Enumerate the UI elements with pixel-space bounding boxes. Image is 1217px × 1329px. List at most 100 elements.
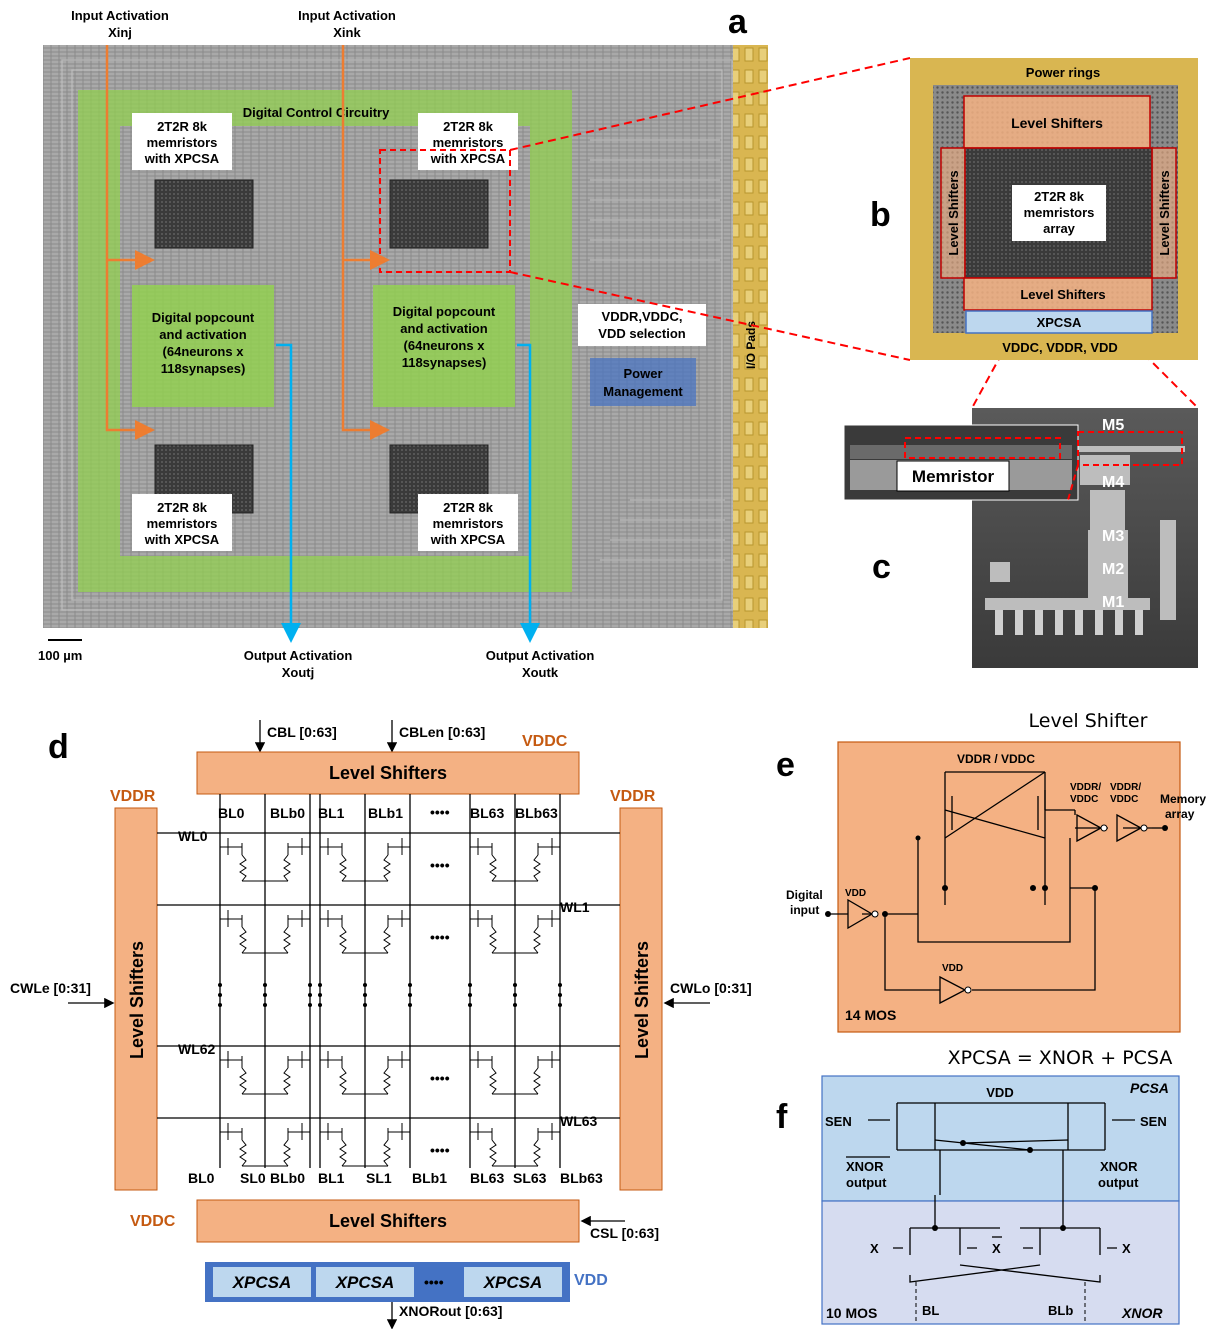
panel-e: Level Shifter e VDDR / VDDC VDD [776,710,1206,1033]
svg-text:XNOR: XNOR [1100,1159,1138,1174]
x-bar: X [992,1236,1002,1256]
memory-cell-5 [470,910,560,954]
xnorout-label: XNORout [0:63] [399,1303,502,1319]
inverter-feedback: VDD [939,963,972,1005]
level-shifter-top-label: Level Shifters [1011,115,1103,131]
cwlo-label: CWLo [0:31] [670,980,752,996]
sen-left: SEN [825,1114,852,1129]
vdot-3-1 [318,993,322,997]
wordlines [157,832,620,1119]
svg-text:100 µm: 100 µm [38,648,82,663]
level-shifter-bottom-label: Level Shifters [1020,287,1105,302]
memory-cell-8 [470,1051,560,1095]
memory-cell-1 [320,838,410,882]
svg-text:Xoutk: Xoutk [522,665,559,680]
sen-right: SEN [1140,1114,1167,1129]
vdot-7-2 [513,1003,517,1007]
svg-text:Power: Power [623,366,662,381]
wl-62: WL62 [178,1041,216,1057]
svg-text:2T2R 8k: 2T2R 8k [1034,189,1085,204]
layer-m3: M3 [1102,528,1124,545]
panel-label-c: c [872,548,891,586]
panel-label-a: a [728,3,748,41]
panel-a: I/O Pads Digital Control Circuitry 2T2R … [38,3,768,680]
svg-text:XNOR: XNOR [846,1159,884,1174]
csl-label: CSL [0:63] [590,1225,659,1241]
xnor-output: XNOR output [1098,1159,1139,1190]
memory-cells [220,838,560,1167]
output-activation-k-label: Output Activation Xoutk [486,648,595,680]
xpcsa-0 [213,1267,311,1297]
svg-text:X: X [992,1241,1001,1256]
memristor-array-2 [389,179,489,249]
vdot-5-1 [408,993,412,997]
level-shifters-top-label: Level Shifters [329,763,447,783]
xnor-bar-output: XNOR output [846,1156,890,1190]
wl-0: WL0 [178,828,208,844]
bl-top-2: BL1 [318,805,345,821]
dots-row4: •••• [430,1142,450,1158]
vddr-vddc-label: VDDR / VDDC [957,752,1035,766]
svg-text:output: output [846,1175,887,1190]
pcsa-region [821,1075,1180,1202]
popcount-label-2: Digital popcount and activation (64neuro… [393,304,496,370]
bl-bot-3: BL1 [318,1170,345,1186]
svg-text:Output Activation: Output Activation [244,648,353,663]
popcount-region-2 [373,285,515,407]
memory-cell-6 [220,1051,310,1095]
level-shifters-bottom [196,1199,580,1243]
input-arrow-k [341,45,390,440]
input-activation-k-label: Input Activation Xink [298,8,396,40]
level-shifter-title: Level Shifter [1029,710,1148,732]
dots-row1: •••• [430,857,450,873]
xpcsa-block [965,310,1153,334]
xpcsa-1-label: XPCSA [335,1273,395,1292]
xnor-region-label: XNOR [1121,1305,1163,1321]
panel-label-d: d [48,728,69,766]
memory-cell-3 [220,910,310,954]
vdot-2-2 [308,1003,312,1007]
memristor-label-3: 2T2R 8k memristors with XPCSA [132,494,232,551]
svg-text:VDD: VDD [942,963,963,974]
level-shifters-right [619,807,663,1191]
svg-text:memristors: memristors [433,516,504,531]
vdot-6-2 [468,1003,472,1007]
vdot-4-1 [363,993,367,997]
memory-cell-11 [470,1123,560,1167]
bl-dots-top: •••• [430,804,450,820]
vdot-1-0 [263,983,267,987]
bl-bot-1: SL0 [240,1170,266,1186]
mos-count-f: 10 MOS [826,1305,877,1321]
svg-text:memristors: memristors [433,135,504,150]
svg-text:Xoutj: Xoutj [282,665,315,680]
vdot-0-0 [218,983,222,987]
power-management-block: Power Management [590,358,696,406]
vdot-6-1 [468,993,472,997]
dots-row2: •••• [430,929,450,945]
vdot-0-1 [218,993,222,997]
svg-text:2T2R 8k: 2T2R 8k [443,500,494,515]
inverter-out-2: VDDR/ VDDC [1110,782,1148,843]
svg-text:(64neurons x: (64neurons x [163,344,245,359]
level-shifter-top [963,95,1151,149]
dots-row3: •••• [430,1070,450,1086]
memristor-array-1 [154,179,254,249]
memory-array-label-1: Memory [1160,792,1206,806]
memristor-label-1: 2T2R 8k memristors with XPCSA [132,113,232,170]
level-shifter-bottom [963,277,1153,311]
svg-text:VDD: VDD [845,888,866,899]
level-shifter-left-label: Level Shifters [946,170,961,255]
ellipsis-dots [218,983,562,1007]
memory-array-label-2: array [1165,807,1195,821]
bl-bot-2: BLb0 [270,1170,305,1186]
svg-text:VDDC: VDDC [1110,794,1138,805]
svg-text:VDDR/: VDDR/ [1070,782,1101,793]
vdot-2-0 [308,983,312,987]
vdot-7-1 [513,993,517,997]
panel-label-f: f [776,1098,788,1136]
memristor-label-4: 2T2R 8k memristors with XPCSA [418,494,518,551]
vdot-4-0 [363,983,367,987]
svg-text:VDDR/: VDDR/ [1110,782,1141,793]
popcount-label-1: Digital popcount and activation (64neuro… [152,310,255,376]
